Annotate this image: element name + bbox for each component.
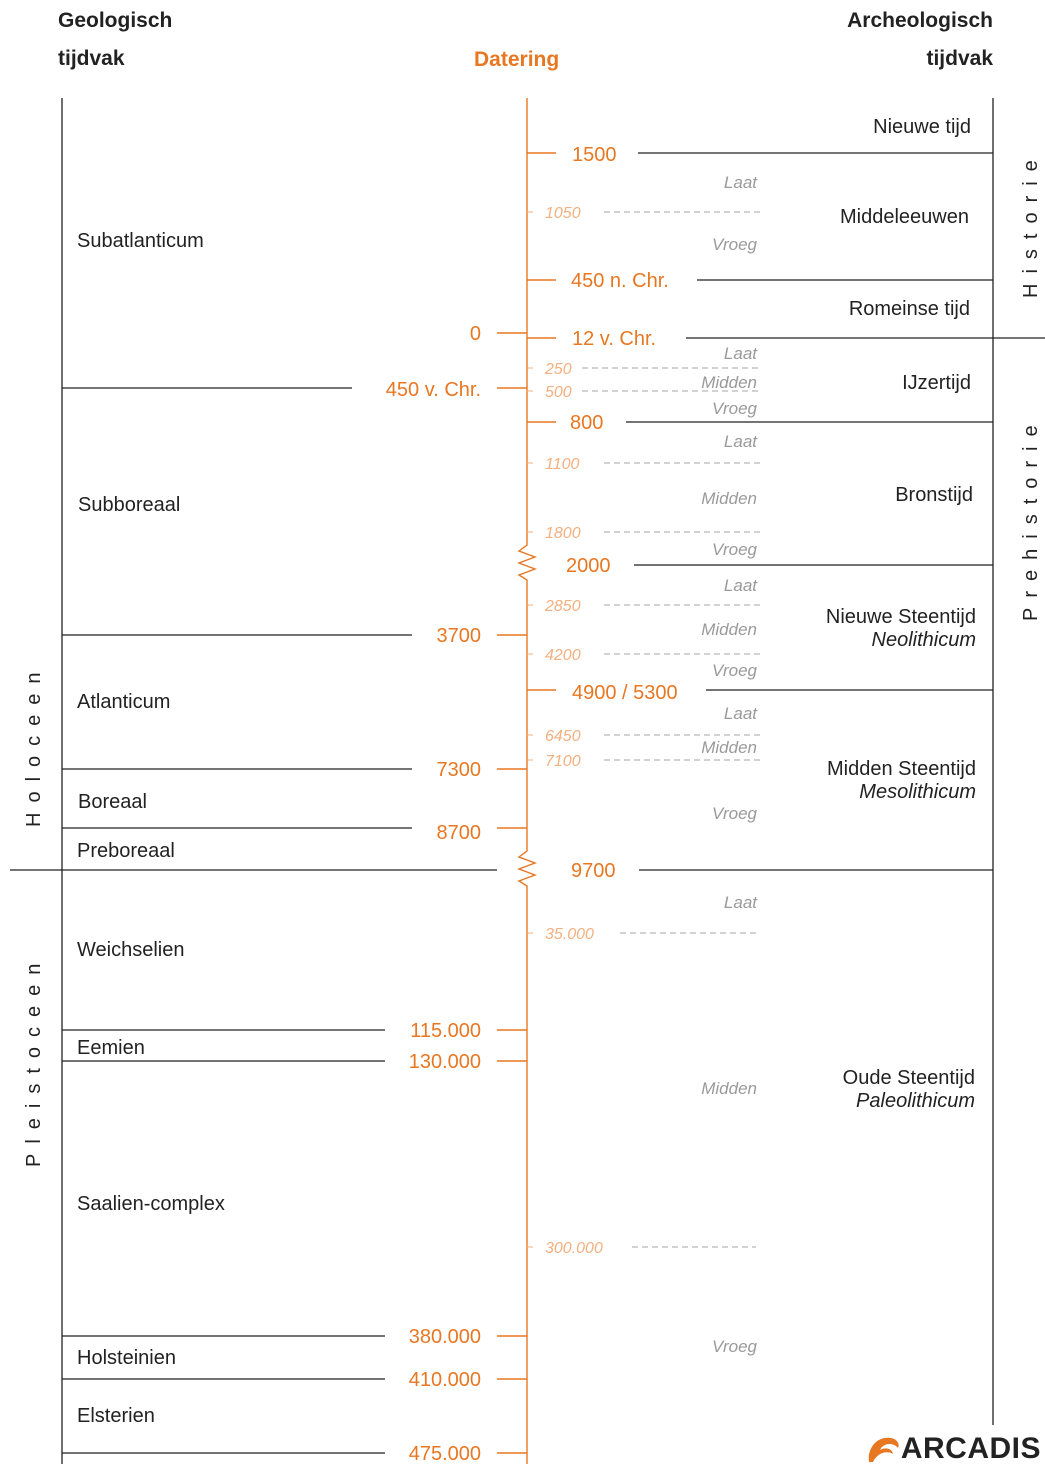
geo-period-eemien: Eemien — [77, 1037, 145, 1059]
label-historie: Historie — [1020, 150, 1042, 298]
sub-date-35000: 35.000 — [545, 926, 594, 943]
arch-date-4900: 4900 / 5300 — [572, 682, 678, 704]
phase-laat: Laat — [724, 432, 758, 451]
geo-header-line1: Geologisch — [58, 9, 173, 32]
phase-laat: Laat — [724, 173, 758, 192]
arch-date-12vchr: 12 v. Chr. — [572, 328, 656, 350]
phase-vroeg: Vroeg — [712, 1337, 758, 1356]
arch-period-nieuwe-tijd: Nieuwe tijd — [873, 116, 971, 138]
geo-date-380000: 380.000 — [409, 1326, 481, 1348]
phase-vroeg: Vroeg — [712, 399, 758, 418]
geo-period-subboreaal: Subboreaal — [78, 494, 180, 516]
geo-date-130000: 130.000 — [409, 1051, 481, 1073]
arch-date-800: 800 — [570, 412, 603, 434]
phase-midden: Midden — [701, 373, 757, 392]
geo-period-boreaal: Boreaal — [78, 791, 147, 813]
arch-date-450nchr: 450 n. Chr. — [571, 270, 669, 292]
arch-date-1500: 1500 — [572, 144, 617, 166]
label-prehistorie: Prehistorie — [1020, 415, 1042, 621]
geo-period-preboreaal: Preboreaal — [77, 840, 175, 862]
geo-period-saalien: Saalien-complex — [77, 1193, 225, 1215]
sub-date-1100: 1100 — [545, 456, 580, 473]
dating-header: Datering — [474, 48, 560, 71]
sub-date-2850: 2850 — [544, 598, 581, 615]
sub-date-7100: 7100 — [545, 753, 581, 770]
label-holoceen: Holoceen — [23, 662, 45, 827]
phase-laat: Laat — [724, 704, 758, 723]
sub-date-300000: 300.000 — [545, 1240, 603, 1257]
geo-date-410000: 410.000 — [409, 1369, 481, 1391]
phase-vroeg: Vroeg — [712, 235, 758, 254]
sub-tick-group — [527, 211, 533, 1248]
arch-period-romeinse-tijd: Romeinse tijd — [849, 298, 970, 320]
sub-date-250: 250 — [544, 361, 572, 378]
sub-date-500: 500 — [545, 384, 572, 401]
phase-midden: Midden — [701, 1079, 757, 1098]
arch-header-line1: Archeologisch — [847, 9, 993, 32]
phase-vroeg: Vroeg — [712, 540, 758, 559]
geo-period-holsteinien: Holsteinien — [77, 1347, 176, 1369]
arch-date-9700: 9700 — [571, 860, 616, 882]
sub-date-4200: 4200 — [545, 647, 581, 664]
phase-midden: Midden — [701, 489, 757, 508]
arch-period-mesolithicum-italic: Mesolithicum — [859, 781, 976, 803]
arch-period-mesolithicum-label: Midden Steentijd — [827, 758, 976, 780]
geo-tick-group — [497, 332, 527, 1454]
arch-period-bronstijd: Bronstijd — [895, 484, 973, 506]
arch-period-neolithicum-italic: Neolithicum — [872, 629, 976, 651]
geo-header: Geologisch tijdvak — [58, 2, 172, 78]
phase-midden: Midden — [701, 620, 757, 639]
label-pleistoceen: Pleistoceen — [23, 954, 45, 1167]
geo-date-115000: 115.000 — [410, 1020, 481, 1042]
geo-date-3700: 3700 — [437, 625, 482, 647]
arcadis-logo: ARCADIS — [865, 1434, 1041, 1464]
geo-period-atlanticum: Atlanticum — [77, 691, 170, 713]
phase-vroeg: Vroeg — [712, 804, 758, 823]
phase-laat: Laat — [724, 344, 758, 363]
phase-midden: Midden — [701, 738, 757, 757]
sub-date-1800: 1800 — [545, 525, 581, 542]
phase-laat: Laat — [724, 576, 758, 595]
arch-period-ijzertijd: IJzertijd — [902, 372, 971, 394]
geo-date-475000: 475.000 — [409, 1443, 481, 1464]
dashed-group — [582, 211, 760, 1248]
arch-header-line2: tijdvak — [926, 47, 993, 70]
geo-date-7300: 7300 — [437, 759, 482, 781]
phase-vroeg: Vroeg — [712, 661, 758, 680]
geo-period-elsterien: Elsterien — [77, 1405, 155, 1427]
arch-period-paleolithicum-italic: Paleolithicum — [856, 1090, 975, 1112]
arch-date-2000: 2000 — [566, 555, 611, 577]
geo-date-0: 0 — [470, 323, 481, 345]
geo-header-line2: tijdvak — [58, 47, 125, 70]
geo-period-subatlanticum: Subatlanticum — [77, 230, 204, 252]
geo-period-weichselien: Weichselien — [77, 939, 184, 961]
arch-header: Archeologisch tijdvak — [847, 2, 993, 78]
arcadis-logo-text: ARCADIS — [900, 1432, 1041, 1465]
geo-date-8700: 8700 — [437, 822, 482, 844]
arch-period-neolithicum-label: Nieuwe Steentijd — [826, 606, 976, 628]
arcadis-logo-icon — [868, 1437, 899, 1462]
dating-axis — [517, 98, 537, 1464]
arch-period-middeleeuwen: Middeleeuwen — [840, 206, 969, 228]
arch-period-paleolithicum-label: Oude Steentijd — [843, 1067, 975, 1089]
geo-date-450vchr: 450 v. Chr. — [386, 379, 481, 401]
sub-date-6450: 6450 — [545, 728, 581, 745]
phase-laat: Laat — [724, 893, 758, 912]
sub-date-1050: 1050 — [545, 205, 581, 222]
arch-tick-group — [527, 152, 556, 691]
